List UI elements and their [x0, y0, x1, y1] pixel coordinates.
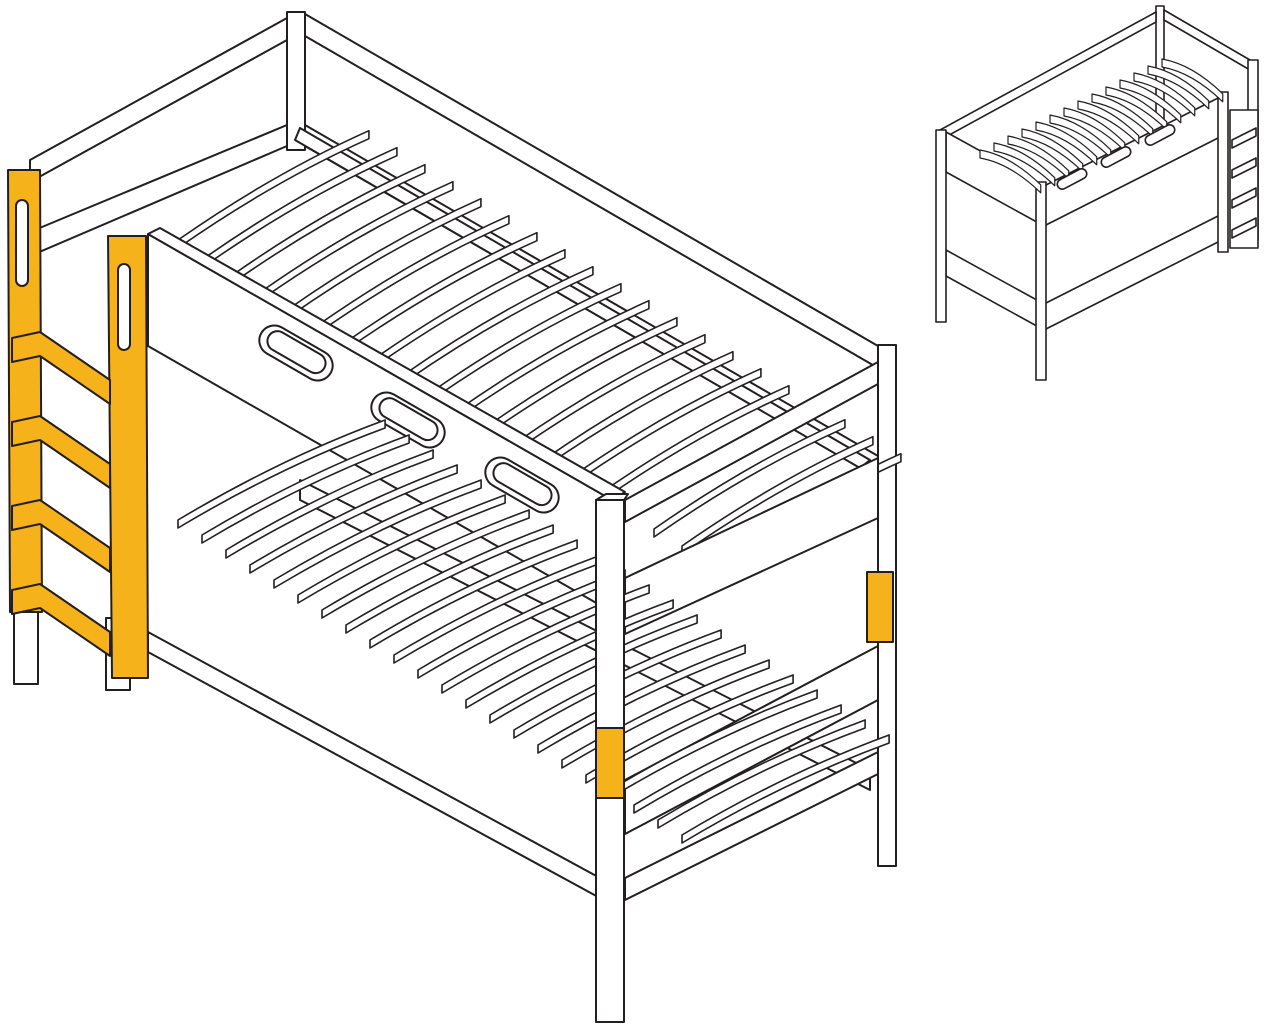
- post-connector: [595, 727, 625, 799]
- slat: [369, 539, 578, 649]
- front-left-leg: [13, 609, 39, 685]
- overview-thumbnail: [935, 5, 1259, 381]
- ladder: [7, 169, 149, 679]
- lower-front-rail: [147, 631, 601, 899]
- slat: [1133, 72, 1196, 117]
- slat: [1147, 65, 1210, 110]
- slat: [401, 265, 594, 385]
- main-bunk-bed-view: [7, 11, 902, 1023]
- thumb-hand-hole: [1144, 124, 1176, 146]
- slat: [485, 316, 678, 436]
- slat: [1035, 121, 1098, 166]
- slat: [201, 434, 410, 544]
- slat: [417, 569, 626, 679]
- slat: [205, 146, 398, 266]
- slat: [979, 149, 1042, 194]
- slat: [297, 494, 506, 604]
- slat: [273, 479, 482, 589]
- slat: [569, 367, 762, 487]
- ladder-slot: [117, 263, 131, 351]
- thumb-top-end: [939, 11, 1157, 141]
- thumb-hand-hole: [1100, 146, 1132, 168]
- thumb-front-post-left: [935, 129, 947, 323]
- slat: [1161, 58, 1224, 103]
- slat: [345, 524, 554, 634]
- thumb-hand-hole: [1056, 168, 1088, 190]
- slat: [513, 629, 722, 739]
- thumb-lower-front-2: [1043, 213, 1223, 331]
- slat: [585, 674, 794, 784]
- slat: [681, 435, 874, 555]
- thumb-ladder: [1229, 109, 1259, 249]
- slat: [1077, 100, 1140, 145]
- ladder-rung-2: [11, 415, 111, 489]
- slat: [653, 418, 846, 538]
- slat: [317, 214, 510, 334]
- lower-slat-group: [177, 419, 890, 844]
- slat: [597, 384, 790, 504]
- post-connector: [866, 571, 894, 643]
- slat: [345, 231, 538, 351]
- thumb-lower-front: [945, 249, 1045, 331]
- slat: [609, 689, 818, 799]
- slat: [177, 419, 386, 529]
- slat: [249, 464, 458, 574]
- slat: [321, 509, 530, 619]
- upper-front-guardrail-top: [147, 227, 626, 501]
- slat: [993, 142, 1056, 187]
- slat: [373, 248, 566, 368]
- slat: [261, 180, 454, 300]
- back-left-post: [286, 11, 306, 151]
- ladder-slot: [15, 199, 29, 287]
- ladder-rung-1: [11, 331, 111, 405]
- slat: [541, 350, 734, 470]
- slat: [233, 163, 426, 283]
- ladder-rung-4: [11, 583, 111, 657]
- thumb-slat-group: [979, 58, 1224, 194]
- ladder-rung-3: [11, 499, 111, 573]
- thumb-back-rail: [1163, 9, 1251, 71]
- slat: [429, 282, 622, 402]
- slat: [1119, 79, 1182, 124]
- slat: [633, 704, 842, 814]
- slat: [457, 299, 650, 419]
- slat: [489, 614, 698, 724]
- slat: [177, 129, 370, 249]
- thumb-front-post-mid: [1035, 181, 1047, 381]
- slat: [289, 197, 482, 317]
- slat: [513, 333, 706, 453]
- thumb-front-post-right: [1217, 91, 1229, 253]
- slat: [657, 719, 866, 829]
- slat: [225, 449, 434, 559]
- slat: [681, 734, 890, 844]
